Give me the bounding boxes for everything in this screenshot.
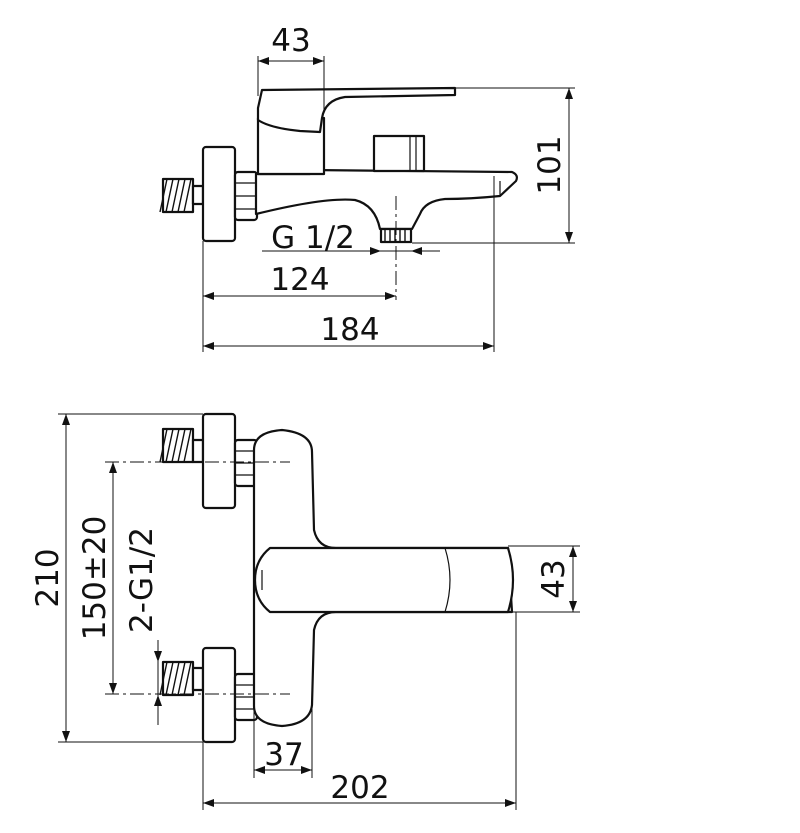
top-view: 210 150±20 2-G1/2 43: [30, 412, 580, 810]
side-dim-thread: G 1/2: [262, 220, 440, 256]
top-dim-thread: 2-G1/2: [124, 527, 162, 725]
top-dim-thread-label: 2-G1/2: [124, 527, 160, 633]
top-dim-43-label: 43: [536, 559, 572, 598]
top-lower-inlet: [159, 646, 259, 744]
top-dim-37-label: 37: [264, 737, 303, 773]
side-dim-43-label: 43: [271, 23, 310, 59]
top-dim-202-label: 202: [330, 770, 389, 806]
side-dim-thread-label: G 1/2: [271, 220, 355, 256]
side-union-nut: [233, 170, 259, 222]
side-body: [254, 168, 518, 231]
top-dim-202: 202: [202, 612, 517, 810]
top-dim-150-label: 150±20: [77, 516, 113, 641]
side-inlet-stem: [191, 184, 205, 206]
side-inlet-thread: [159, 177, 195, 214]
side-dim-184-label: 184: [320, 312, 379, 348]
side-dim-124: 124: [202, 241, 396, 352]
top-dim-210: 210: [30, 413, 203, 743]
top-handle-contour: [444, 547, 451, 613]
top-dim-150: 150±20: [77, 462, 117, 694]
top-lever-handle: [253, 546, 515, 614]
side-dim-184: 184: [203, 176, 495, 352]
side-dim-43: 43: [257, 23, 325, 110]
side-diverter-knob: [372, 134, 426, 173]
top-upper-inlet: [159, 412, 259, 510]
top-dim-43: 43: [508, 545, 580, 613]
side-view: 43 101 G 1/2 124: [159, 23, 575, 352]
side-wall-flange: [201, 145, 237, 243]
top-dim-37: 37: [253, 705, 313, 778]
side-dim-101-label: 101: [532, 135, 568, 194]
top-dim-210-label: 210: [30, 548, 66, 607]
side-dim-124-label: 124: [270, 262, 329, 298]
side-lever-handle: [256, 86, 457, 134]
